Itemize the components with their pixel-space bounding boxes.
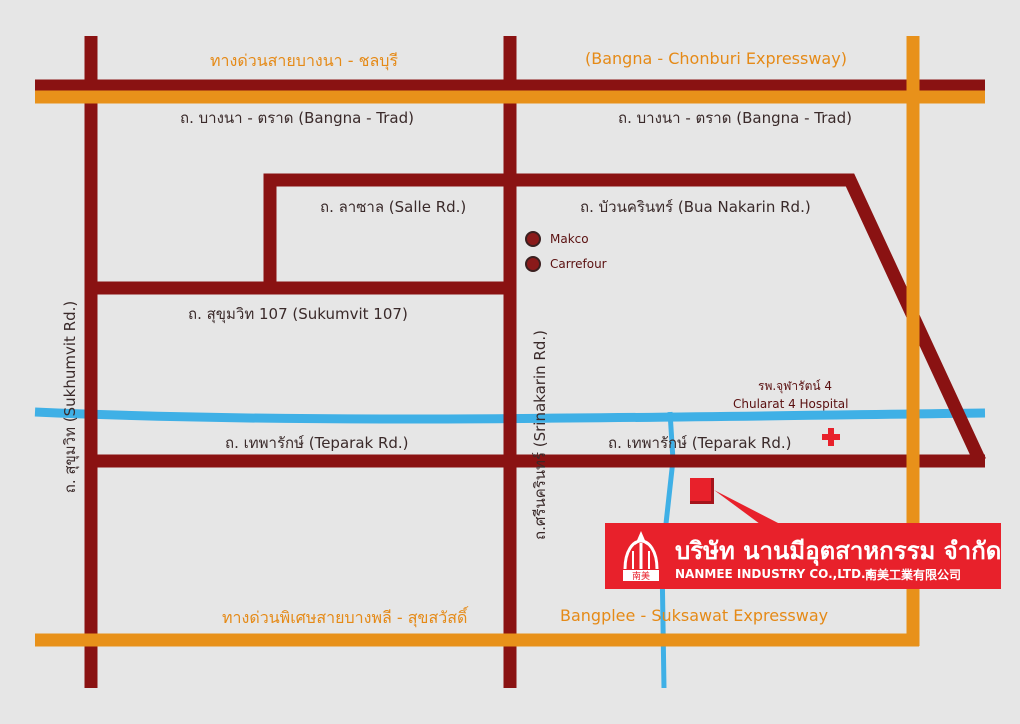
company-location-marker-icon <box>690 478 714 504</box>
label-bangna-trad-left: ถ. บางนา - ตราด (Bangna - Trad) <box>180 109 414 127</box>
label-teparak-right: ถ. เทพารักษ์ (Teparak Rd.) <box>608 434 792 452</box>
label-makco: Makco <box>550 232 589 246</box>
company-banner: 南美 บริษัท นานมีอุตสาหกรรม จำกัด NANMEE I… <box>605 523 1001 589</box>
label-bottom-expressway-th: ทางด่วนพิเศษสายบางพลี - สุขสวัสดิ์ <box>222 608 468 627</box>
label-hospital-th: รพ.จุฬารัตน์ 4 <box>758 379 833 393</box>
company-name-cn: 南美工業有限公司 <box>865 568 962 582</box>
carrefour-marker-icon <box>525 256 541 272</box>
label-hospital-en: Chularat 4 Hospital <box>733 397 849 411</box>
company-logo-icon: 南美 <box>623 531 659 582</box>
label-teparak-left: ถ. เทพารักษ์ (Teparak Rd.) <box>225 434 409 452</box>
label-top-expressway-en: (Bangna - Chonburi Expressway) <box>585 49 847 68</box>
label-sukhumvit-rd: ถ. สุขุมวิท (Sukhumvit Rd.) <box>61 300 79 494</box>
label-srinakarin-rd: ถ.ศรีนครินทร์ (Srinakarin Rd.) <box>531 330 549 540</box>
label-carrefour: Carrefour <box>550 257 607 271</box>
company-name-en: NANMEE INDUSTRY CO.,LTD.• <box>675 567 874 581</box>
label-sukumvit-107: ถ. สุขุมวิท 107 (Sukumvit 107) <box>188 305 408 323</box>
makco-marker-icon <box>525 231 541 247</box>
canal-branch <box>659 411 676 689</box>
label-top-expressway-th: ทางด่วนสายบางนา - ชลบุรี <box>210 51 399 70</box>
hospital-cross-icon <box>822 428 840 446</box>
company-name-th: บริษัท นานมีอุตสาหกรรม จำกัด <box>675 537 1002 565</box>
road-network <box>35 36 986 688</box>
label-salle-rd: ถ. ลาซาล (Salle Rd.) <box>320 198 467 216</box>
company-logo-text: 南美 <box>632 570 650 582</box>
canal <box>34 407 986 424</box>
label-bottom-expressway-en: Bangplee - Suksawat Expressway <box>560 606 829 625</box>
label-bangna-trad-right: ถ. บางนา - ตราด (Bangna - Trad) <box>618 109 852 127</box>
label-bua-nakarin-rd: ถ. บัวนครินทร์ (Bua Nakarin Rd.) <box>580 198 811 216</box>
location-pointer <box>714 490 780 524</box>
